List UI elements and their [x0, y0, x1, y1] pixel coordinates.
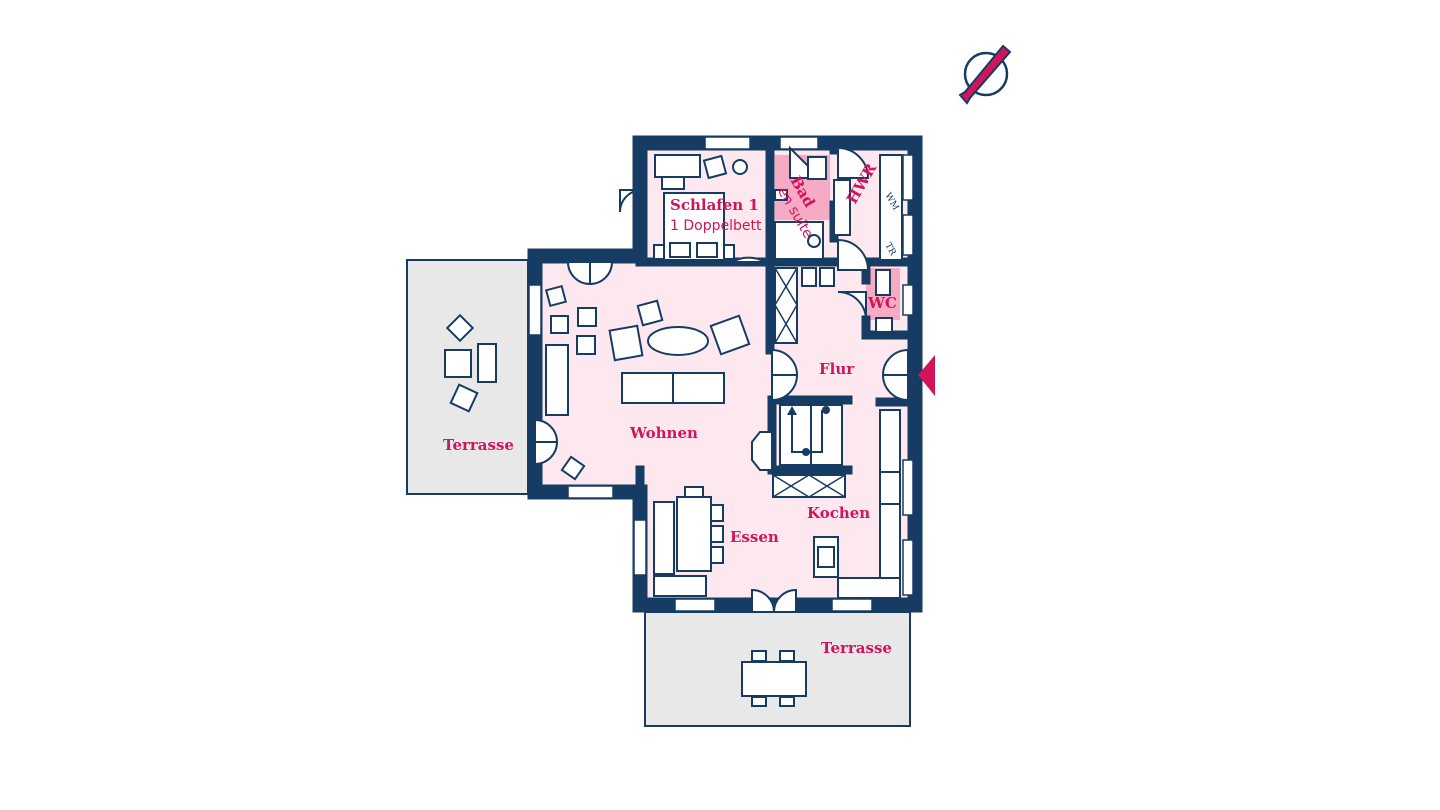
room-label-terrasse-west: Terrasse	[443, 436, 514, 454]
north-arrow-icon	[958, 44, 1012, 105]
room-detail-schlafen: 1 Doppelbett	[670, 218, 762, 234]
entrance-arrow-icon	[918, 355, 935, 396]
windows	[528, 136, 914, 612]
room-label-schlafen: Schlafen 1	[670, 196, 759, 214]
room-label-flur: Flur	[819, 360, 855, 378]
room-label-wc: WC	[867, 294, 897, 312]
room-label-kochen: Kochen	[807, 504, 870, 522]
furniture: WM TR	[444, 154, 903, 707]
room-label-terrasse-south: Terrasse	[821, 639, 892, 657]
room-label-essen: Essen	[730, 528, 779, 546]
room-label-wohnen: Wohnen	[629, 424, 698, 442]
